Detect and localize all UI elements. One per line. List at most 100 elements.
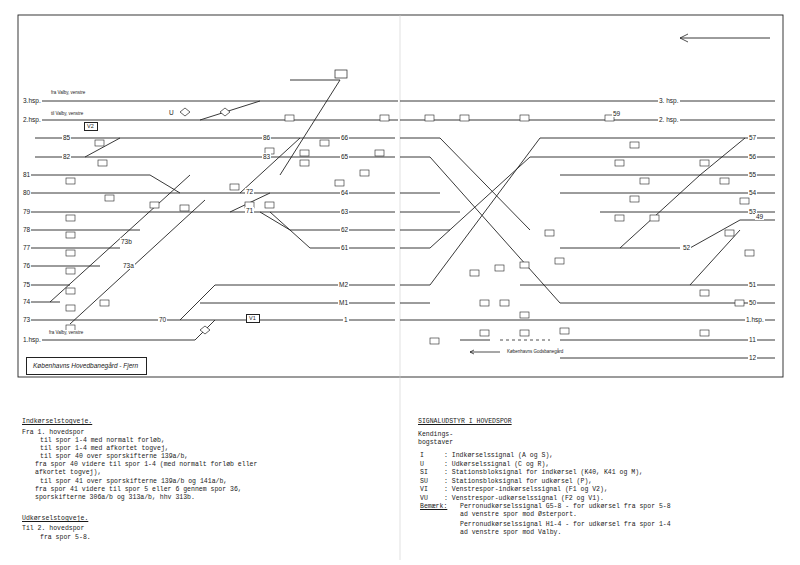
signal-box (380, 115, 389, 121)
signal-box (66, 305, 75, 311)
signal-box (615, 215, 624, 221)
note-text: fra spor 5-8. (40, 534, 91, 542)
signal-box (66, 178, 75, 184)
note-text: Fra 1. hovedspor (22, 429, 84, 437)
signal-box (740, 198, 749, 204)
track-label: 1 (343, 316, 349, 323)
track-label: fra Valby, venstre (50, 90, 86, 95)
signal-box (98, 160, 107, 166)
note-text: til spor 40 over sporskifterne 139a/b, (40, 453, 188, 461)
signal-box (150, 202, 159, 208)
track-label: 73a (122, 262, 135, 269)
signal-box (630, 196, 639, 202)
track-label: 70 (158, 316, 167, 323)
track-label: 51 (748, 281, 757, 288)
note-text: Udkørselstogveje. (22, 515, 88, 523)
signal-box (460, 115, 469, 121)
signal-box (66, 288, 75, 294)
note-text: SU (420, 478, 428, 486)
signal-box (720, 178, 729, 184)
note-text: VI (420, 486, 428, 494)
signal-box (700, 160, 709, 166)
track-label: 63 (340, 208, 349, 215)
track-label: 86 (262, 134, 271, 141)
signal-box (425, 115, 434, 121)
track-label: 2.hsp. (22, 116, 42, 123)
signal-box (285, 115, 294, 121)
track-label: 66 (340, 134, 349, 141)
signal-box (480, 330, 489, 336)
track-label: 80 (22, 189, 31, 196)
signal-box (520, 262, 529, 268)
track-label: 75 (22, 281, 31, 288)
note-text: Kendings- bogstaver (418, 431, 463, 447)
track-label: Københavns Godsbanegård (506, 349, 564, 354)
track-label: 56 (748, 153, 757, 160)
track-label: 49 (755, 213, 764, 220)
track-label: 73b (120, 238, 133, 245)
signal-box (105, 195, 114, 201)
track-label: M2 (338, 281, 349, 288)
signal-box (66, 215, 75, 221)
track-label: 1.hsp. (745, 316, 765, 323)
track-label: 73 (22, 316, 31, 323)
track-label: 12 (748, 354, 757, 361)
track-label: 52 (682, 244, 691, 251)
signal-box (375, 150, 384, 156)
track-label: 85 (62, 134, 71, 141)
note-text: : Stationsbloksignal for udkørsel (P), (444, 478, 592, 486)
signal-box (520, 330, 529, 336)
signal-box (545, 230, 554, 236)
note-text: SI (420, 469, 428, 477)
track-label: 72 (245, 188, 254, 195)
signal-box (745, 250, 754, 256)
box-text: Københavns Hovedbanegård - Fjern (33, 362, 140, 369)
note-text: Indkørselstogveje. (22, 418, 92, 426)
track-label: 2. hsp. (658, 116, 680, 123)
note-text: fra spor 41 videre til spor 5 eller 6 ge… (35, 486, 270, 502)
signal-box (360, 170, 369, 176)
note-text: : Indkørselssignal (A og S), (444, 452, 553, 460)
note-text: : Udkørselssignal (C og R), (444, 461, 549, 469)
signal-box (560, 328, 569, 334)
track-label: 78 (22, 226, 31, 233)
note-text: I (420, 452, 424, 460)
signal-box (615, 160, 624, 166)
track-label: 79 (22, 208, 31, 215)
track-label: 82 (62, 153, 71, 160)
signal-box (470, 270, 479, 276)
note-text: Bemærk: (420, 503, 447, 511)
signal-box (300, 150, 309, 156)
track-label: 65 (340, 153, 349, 160)
track-label: M1 (338, 299, 349, 306)
signal-diamond (180, 108, 230, 334)
signal-box (66, 232, 75, 238)
signal-box (700, 330, 709, 336)
signal-box (95, 140, 104, 146)
track-label: 54 (748, 189, 757, 196)
signal-box (66, 268, 75, 274)
signal-box (735, 300, 744, 306)
track-label: fra Valby, venstre (48, 330, 84, 335)
signal-box (335, 70, 347, 78)
signal-box (100, 300, 109, 306)
signal-box (180, 205, 189, 211)
note-text: U (420, 461, 424, 469)
note-text: : Venstrespor-indkørselssignal (F1 og V2… (444, 486, 608, 494)
signal-box (555, 258, 564, 264)
signal-box (700, 290, 709, 296)
track-label: til Valby, venstre (50, 111, 84, 116)
signal-box (335, 180, 344, 186)
note-text: : Venstrespor-udkørselssignal (F2 og V1)… (444, 495, 604, 503)
signal-box (640, 178, 649, 184)
track-label: 59 (612, 110, 621, 117)
signal-box (66, 250, 75, 256)
note-text: SIGNALUDSTYR I HOVEDSPOR (418, 418, 512, 426)
signal-box: V2 (84, 122, 98, 131)
track-label: 55 (748, 171, 757, 178)
track-label: 81 (22, 171, 31, 178)
direction-arrow (470, 34, 688, 354)
signal-box (230, 184, 239, 190)
track-label: 1.hsp. (22, 336, 42, 343)
